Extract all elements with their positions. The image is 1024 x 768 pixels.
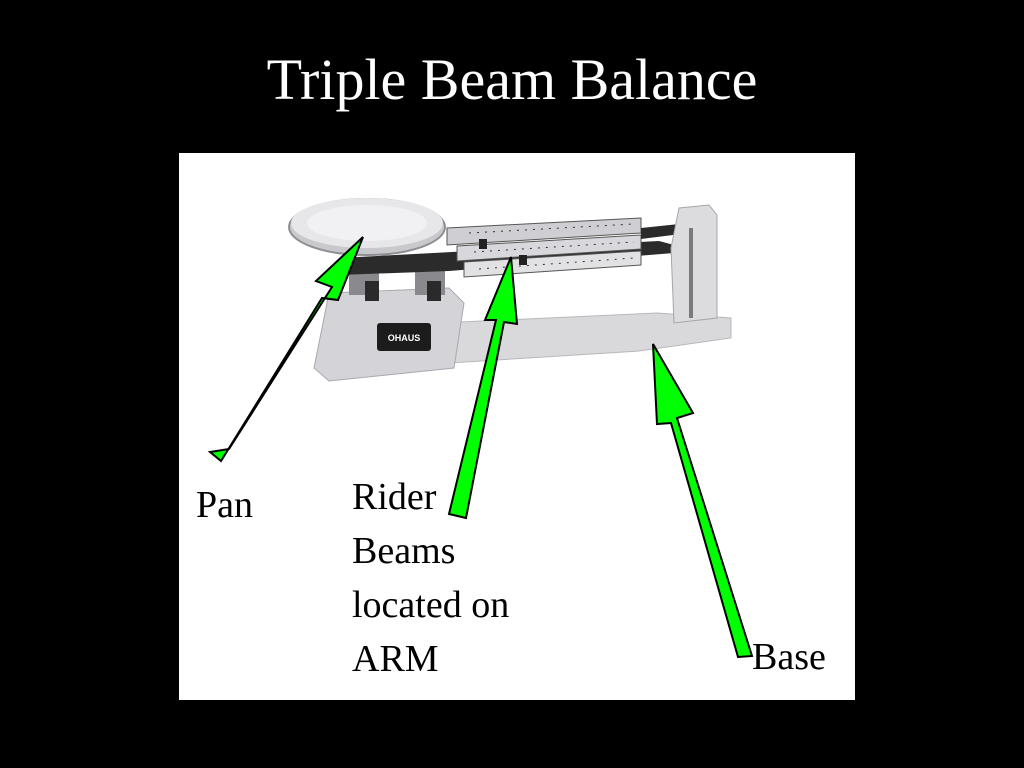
slide-title: Triple Beam Balance [266,47,758,112]
label-base: Base [752,636,826,678]
arrow-base [652,343,754,659]
label-rider-line: located on [352,584,510,626]
triple-beam-balance-illustration: OHAUS [288,198,732,382]
label-rider-line: Beams [352,530,456,572]
pointer-tower [670,204,718,324]
arrow-pan [207,236,364,463]
label-rider-beams: Rider Beams located on ARM [352,470,509,686]
rider-beams [446,217,642,278]
label-rider-line: ARM [352,638,439,680]
label-pan: Pan [196,484,253,526]
arrow-rider-beams [447,256,519,520]
svg-text:OHAUS: OHAUS [388,333,421,343]
ohaus-logo: OHAUS [377,323,431,351]
balance-photo: OHAUS [179,153,855,700]
label-rider-line: Rider [352,476,437,518]
